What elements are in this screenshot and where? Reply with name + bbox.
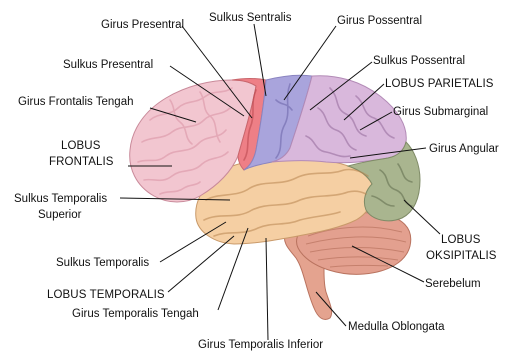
leader-girus-temporalis-inferior <box>266 238 268 340</box>
leader-lobus-oksipitalis <box>404 200 440 234</box>
label-lobus-oksipitalis-line2: OKSIPITALIS <box>426 250 497 262</box>
leader-lobus-temporalis <box>168 236 234 292</box>
label-sulkus-possentral: Sulkus Possentral <box>373 55 465 67</box>
label-lobus-oksipitalis-line1: LOBUS <box>441 234 481 246</box>
label-girus-frontalis-tengah: Girus Frontalis Tengah <box>18 96 133 108</box>
label-sulkus-temporalis-superior-line1: Sulkus Temporalis <box>14 193 107 205</box>
label-girus-submarginal: Girus Submarginal <box>393 106 488 118</box>
label-girus-presentral: Girus Presentral <box>101 19 184 31</box>
label-lobus-temporalis: LOBUS TEMPORALIS <box>47 289 165 301</box>
label-girus-possentral: Girus Possentral <box>337 15 422 27</box>
leader-sulkus-temporalis <box>160 222 226 262</box>
label-lobus-frontalis-line2: FRONTALIS <box>49 156 114 168</box>
label-girus-angular: Girus Angular <box>429 143 499 155</box>
label-sulkus-presentral: Sulkus Presentral <box>63 59 153 71</box>
label-girus-temporalis-tengah: Girus Temporalis Tengah <box>72 308 199 320</box>
label-sulkus-sentralis: Sulkus Sentralis <box>209 12 292 24</box>
label-serebelum: Serebelum <box>425 278 481 290</box>
label-medulla-oblongata: Medulla Oblongata <box>348 321 445 333</box>
label-sulkus-temporalis-superior-line2: Superior <box>38 209 82 221</box>
label-lobus-frontalis-line1: LOBUS <box>61 140 101 152</box>
label-sulkus-temporalis: Sulkus Temporalis <box>56 257 149 269</box>
label-girus-temporalis-inferior: Girus Temporalis Inferior <box>198 339 323 351</box>
brain-illustration <box>130 75 420 319</box>
label-lobus-parietalis: LOBUS PARIETALIS <box>385 78 494 90</box>
